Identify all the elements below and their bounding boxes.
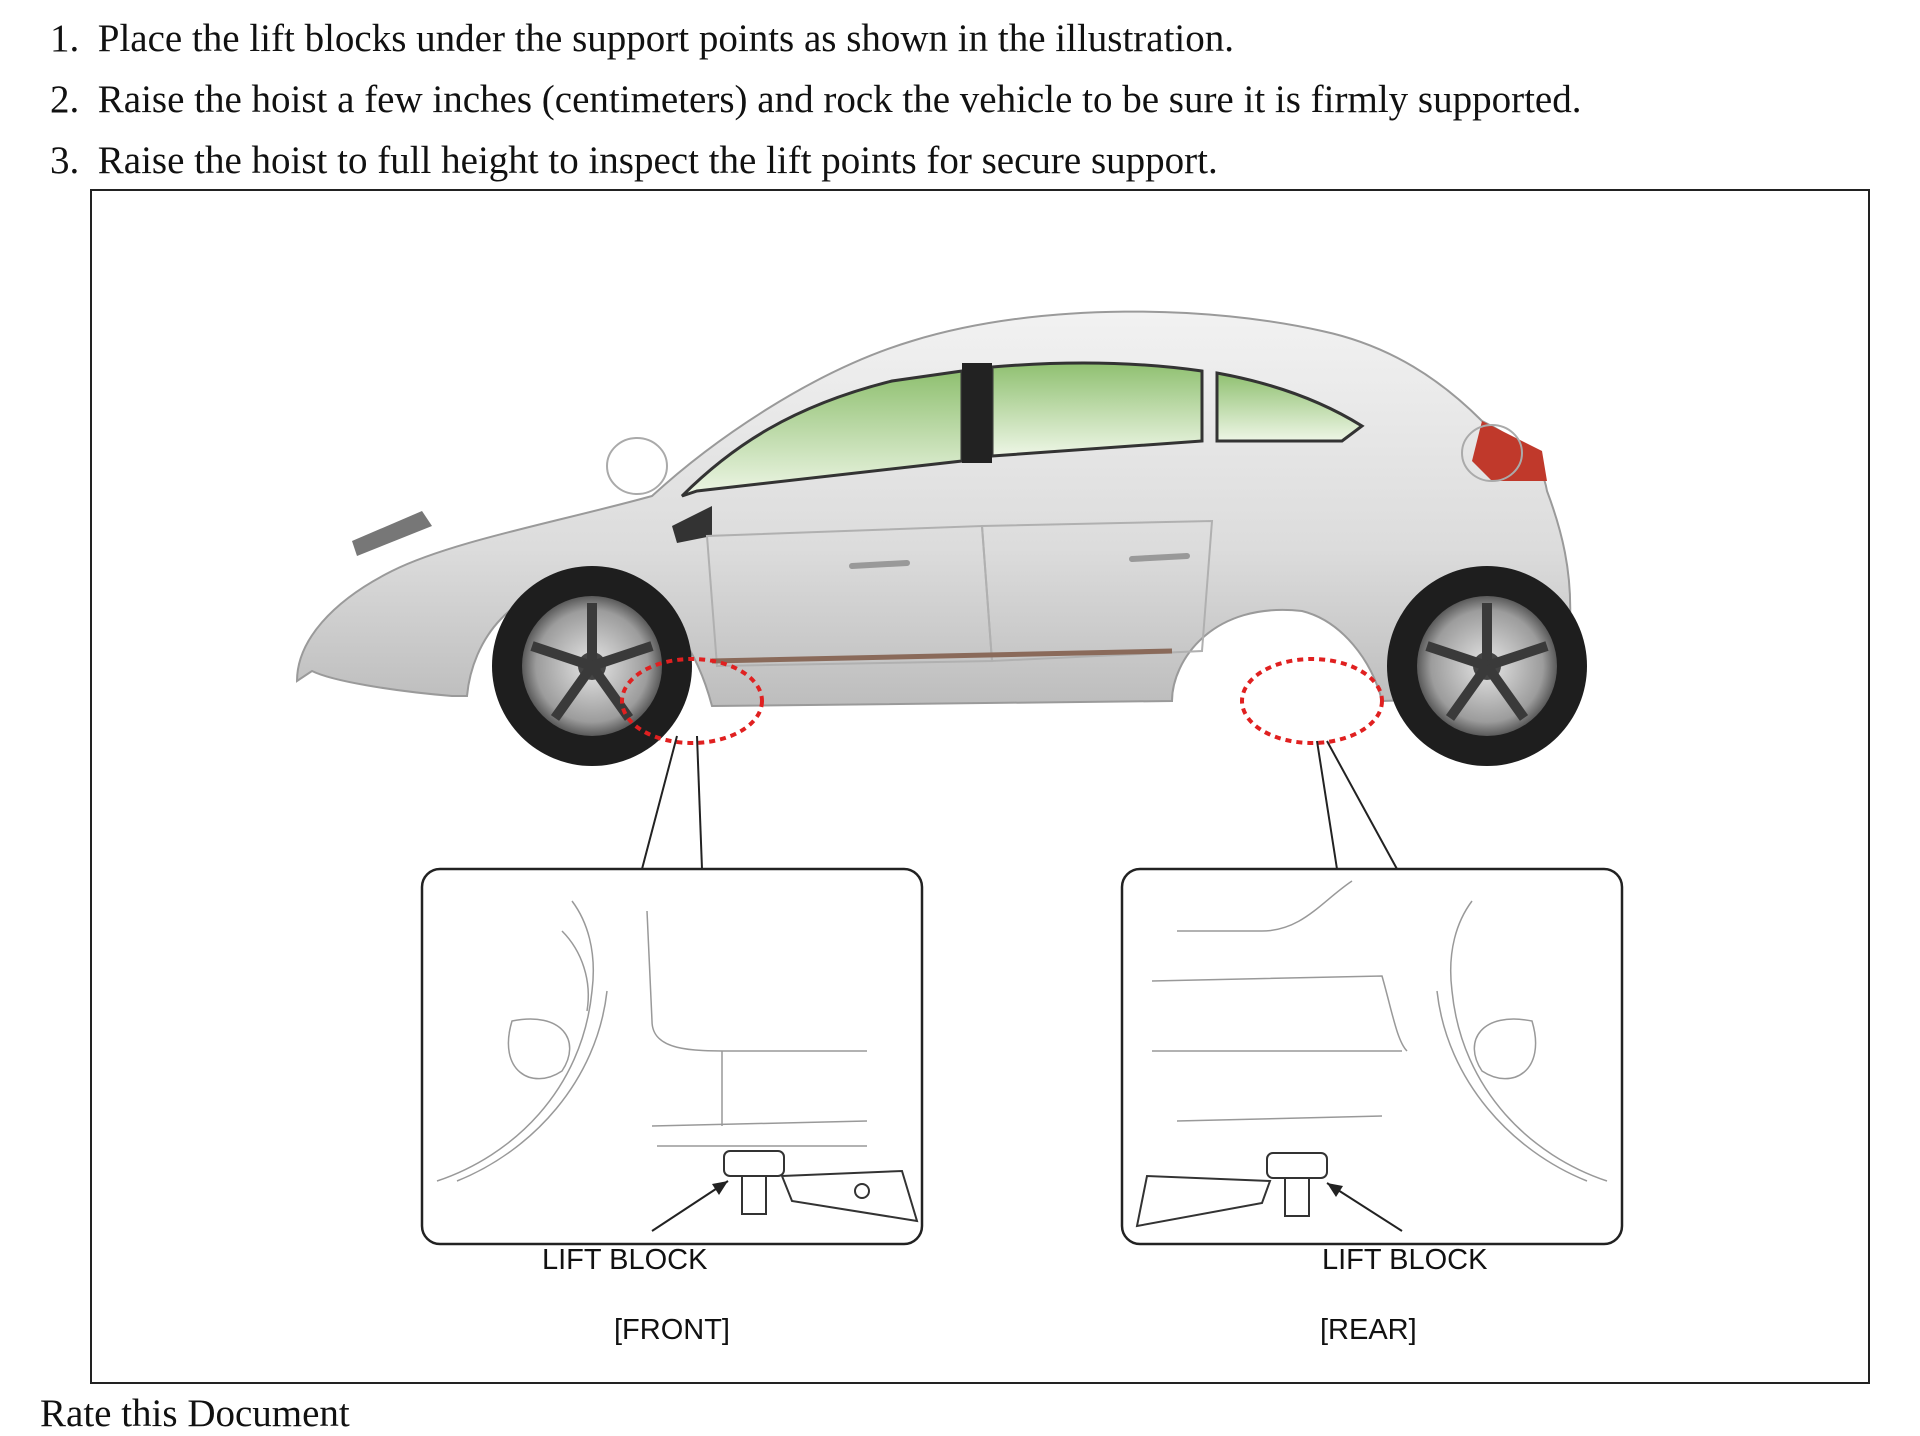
- step-text: Place the lift blocks under the support …: [97, 17, 1235, 60]
- front-door-handle: [849, 560, 910, 569]
- rate-document-link-cutoff[interactable]: Rate this Document: [40, 1392, 350, 1435]
- step-item: 2. Raise the hoist a few inches (centime…: [50, 69, 1581, 130]
- headlight: [352, 511, 432, 556]
- side-mirror: [672, 506, 712, 543]
- front-caption: [FRONT]: [614, 1314, 730, 1346]
- quarter-window: [1215, 371, 1365, 443]
- front-callout: LIFT BLOCK [FRONT]: [420, 867, 924, 1346]
- rear-wheel: [1387, 566, 1587, 766]
- rear-lift-point-marker: [1240, 657, 1384, 745]
- lift-point-figure: LIFT BLOCK [FRONT] LIFT BLOCK: [90, 189, 1870, 1384]
- lift-point-illustration: LIFT BLOCK [FRONT] LIFT BLOCK: [295, 310, 1624, 1346]
- car-side-view: [295, 310, 1587, 766]
- car-body: [295, 310, 1574, 708]
- front-pointer-arrowhead: [712, 1181, 728, 1195]
- front-callout-box: [420, 867, 924, 1246]
- rear-callout: LIFT BLOCK [REAR]: [1120, 867, 1624, 1346]
- step-item: 3. Raise the hoist to full height to ins…: [50, 130, 1581, 191]
- rear-caption: [REAR]: [1320, 1314, 1417, 1346]
- rear-door-handle: [1129, 553, 1190, 562]
- fuel-door-front: [606, 437, 668, 495]
- front-lift-block-label: LIFT BLOCK: [542, 1244, 708, 1276]
- rear-door-outline: [980, 519, 1214, 663]
- rear-lift-block-label: LIFT BLOCK: [1322, 1244, 1488, 1276]
- front-leader-lines: [641, 735, 703, 870]
- step-text: Raise the hoist to full height to inspec…: [97, 139, 1218, 182]
- front-window: [680, 369, 964, 498]
- step-number: 3.: [50, 139, 80, 182]
- rear-lift-block-drawing: [1135, 1152, 1328, 1228]
- b-pillar: [962, 363, 992, 463]
- front-wheel: [492, 566, 692, 766]
- instruction-steps: 1. Place the lift blocks under the suppo…: [50, 8, 1581, 191]
- front-lift-block-drawing: [723, 1150, 919, 1223]
- step-item: 1. Place the lift blocks under the suppo…: [50, 8, 1581, 69]
- rear-leader-lines: [1316, 740, 1398, 870]
- taillight: [1472, 421, 1547, 481]
- front-detail-lines: [436, 900, 868, 1182]
- step-number: 1.: [50, 17, 80, 60]
- side-trim: [711, 648, 1173, 664]
- charge-port-door: [1461, 424, 1523, 482]
- front-pointer-arrow: [651, 1180, 729, 1232]
- step-number: 2.: [50, 78, 80, 121]
- front-lift-point-marker: [620, 657, 764, 745]
- rear-detail-lines: [1151, 880, 1608, 1182]
- rear-pointer-arrowhead: [1327, 1183, 1343, 1197]
- rear-callout-box: [1120, 867, 1624, 1246]
- rear-door-window: [990, 361, 1204, 458]
- step-text: Raise the hoist a few inches (centimeter…: [97, 78, 1582, 121]
